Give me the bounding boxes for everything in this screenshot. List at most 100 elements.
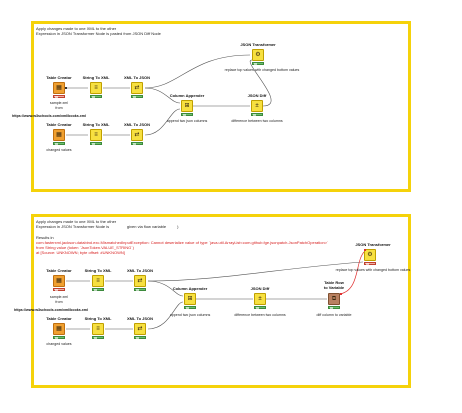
variable-output-port[interactable]: [340, 293, 342, 295]
error-message-line2: from String value (token `JsonToken.VALU…: [36, 245, 134, 251]
node-title: XML To JSON: [123, 122, 151, 127]
node-comment: difference between two columns: [234, 313, 286, 317]
append-icon: ⊞: [184, 103, 190, 109]
node-title: Column Appender: [169, 93, 205, 98]
string-to-xml-node[interactable]: ≡: [90, 82, 102, 94]
node-comment: changed values: [46, 342, 72, 346]
node-status: [328, 306, 340, 309]
node-title: Table Creator: [46, 268, 72, 273]
node-status: [131, 95, 143, 98]
node-title: String To XML: [84, 268, 112, 273]
node-status: [90, 95, 102, 98]
node-title: String To XML: [84, 316, 112, 321]
node-status: [53, 336, 65, 339]
node-comment: append two json columns: [169, 313, 211, 317]
transform-icon: ⚙: [255, 52, 261, 58]
append-icon: ⊞: [187, 296, 193, 302]
error-message-line1: com.fasterxml.jackson.databind.exc.Misma…: [36, 239, 329, 245]
node-title: JSON Transformer: [240, 42, 276, 47]
table-creator-node[interactable]: ▦: [53, 82, 65, 94]
node-comment: replace top values with changed bottom v…: [224, 68, 300, 72]
string-to-xml-node[interactable]: ≡: [92, 323, 104, 335]
table-creator-node[interactable]: ▦: [53, 129, 65, 141]
table-row-to-variable-node[interactable]: ⧉: [328, 293, 340, 305]
output-port[interactable]: [65, 87, 67, 89]
column-appender-node[interactable]: ⊞: [184, 293, 196, 305]
node-title: XML To JSON: [126, 316, 154, 321]
node-status: [181, 113, 193, 116]
node-comment: diff column to variable: [316, 313, 352, 317]
annotation-2-line2: Expression in JSON Transformer Node is g…: [36, 224, 179, 230]
node-comment: sample.xml from: [49, 295, 69, 304]
source-url[interactable]: https://www.w3schools.com/xml/books.xml: [14, 308, 88, 312]
source-url[interactable]: https://www.w3schools.com/xml/books.xml: [12, 114, 86, 118]
node-title: JSON Diff: [250, 286, 270, 291]
node-comment: append two json columns: [166, 119, 208, 123]
node-title: Table Creator: [46, 122, 72, 127]
table-icon: ▦: [56, 132, 62, 138]
node-title: JSON Transformer: [355, 242, 391, 247]
json-convert-icon: ⇄: [137, 326, 143, 332]
json-transformer-node[interactable]: ⚙: [364, 249, 376, 261]
diff-icon: ±: [255, 103, 259, 109]
xml-to-json-node[interactable]: ⇄: [134, 323, 146, 335]
json-transformer-node[interactable]: ⚙: [252, 49, 264, 61]
annotation-2-text: Apply changes made to one XML to the oth…: [36, 219, 328, 255]
diff-icon: ±: [258, 296, 262, 302]
node-status: [92, 336, 104, 339]
node-status: [53, 142, 65, 145]
node-title: Table Creator: [46, 75, 72, 80]
workflow-annotation-2[interactable]: [31, 214, 411, 388]
annotation-1-line1: Apply changes made to one XML to the oth…: [36, 26, 117, 31]
node-status: [53, 288, 65, 291]
node-title: Table Creator: [46, 316, 72, 321]
xml-to-json-node[interactable]: ⇄: [131, 82, 143, 94]
string-to-xml-node[interactable]: ≡: [90, 129, 102, 141]
table-creator-node[interactable]: ▦: [53, 323, 65, 335]
table-creator-node[interactable]: ▦: [53, 275, 65, 287]
node-title: XML To JSON: [123, 75, 151, 80]
node-title: JSON Diff: [247, 93, 267, 98]
xml-convert-icon: ≡: [94, 85, 98, 91]
node-status: [134, 336, 146, 339]
node-status: [364, 262, 376, 265]
json-convert-icon: ⇄: [137, 278, 143, 284]
json-diff-node[interactable]: ±: [254, 293, 266, 305]
node-comment: sample.xml from: [49, 101, 69, 110]
json-diff-node[interactable]: ±: [251, 100, 263, 112]
xml-to-json-node[interactable]: ⇄: [134, 275, 146, 287]
variable-input-port[interactable]: [364, 249, 366, 251]
xml-to-json-node[interactable]: ⇄: [131, 129, 143, 141]
annotation-1-line2: Expression in JSON Transformer Node is p…: [36, 31, 161, 37]
node-comment: replace top values with changed bottom v…: [335, 268, 411, 272]
node-comment: difference between two columns: [231, 119, 283, 123]
workflow-annotation-1[interactable]: [31, 21, 411, 192]
node-title: Column Appender: [172, 286, 208, 291]
table-icon: ▦: [56, 326, 62, 332]
node-title: Table Row to Variable: [323, 280, 345, 290]
node-title: XML To JSON: [126, 268, 154, 273]
table-icon: ▦: [56, 278, 62, 284]
variable-icon: ⧉: [331, 296, 337, 302]
column-appender-node[interactable]: ⊞: [181, 100, 193, 112]
node-title: String To XML: [82, 75, 110, 80]
error-message-line3: at [Source: UNKNOWN; byte offset: #UNKNO…: [36, 250, 125, 256]
node-status: [251, 113, 263, 116]
node-status: [53, 95, 65, 98]
node-comment: changed values: [46, 148, 72, 152]
annotation-1-text: Apply changes made to one XML to the oth…: [36, 26, 161, 36]
annotation-2-line1: Apply changes made to one XML to the oth…: [36, 219, 117, 224]
node-status: [252, 62, 264, 65]
string-to-xml-node[interactable]: ≡: [92, 275, 104, 287]
node-status: [90, 142, 102, 145]
node-status: [134, 288, 146, 291]
node-status: [131, 142, 143, 145]
annotation-2-line3: Results in: [36, 234, 54, 240]
xml-convert-icon: ≡: [96, 278, 100, 284]
json-convert-icon: ⇄: [134, 132, 140, 138]
xml-convert-icon: ≡: [96, 326, 100, 332]
json-convert-icon: ⇄: [134, 85, 140, 91]
node-status: [254, 306, 266, 309]
